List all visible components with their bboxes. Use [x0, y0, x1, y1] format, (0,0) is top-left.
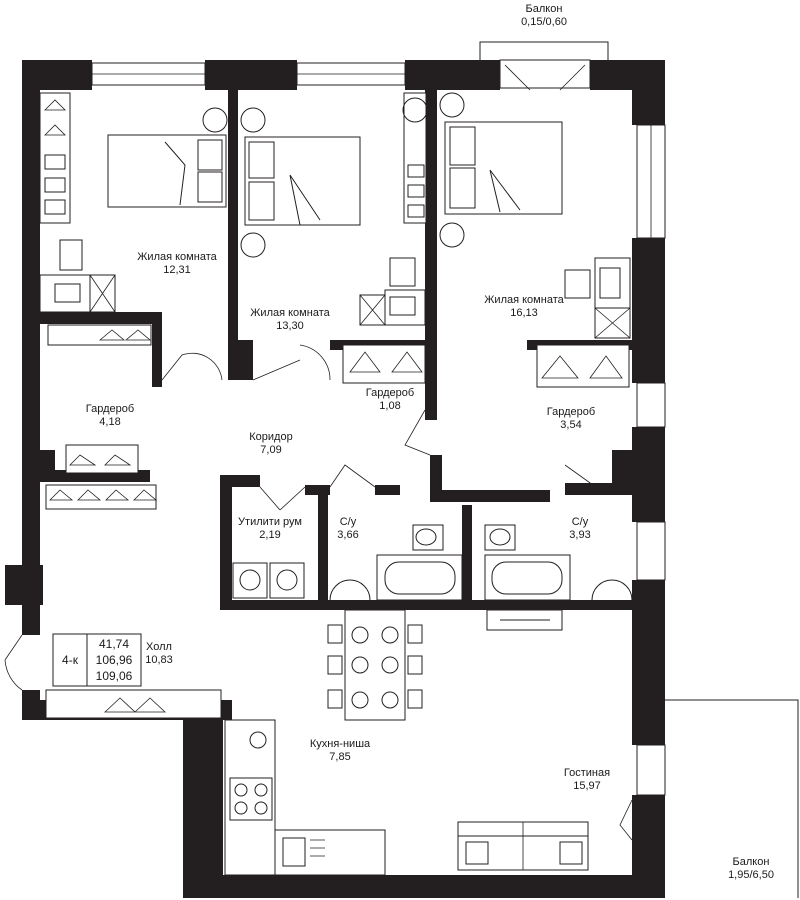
room-name: С/у	[339, 516, 357, 528]
summary-frame	[52, 633, 142, 687]
room-label-utility: Утилити рум 2,19	[238, 516, 302, 542]
room-name: Жилая комната	[250, 307, 330, 319]
room-label-hall: Холл 10,83	[145, 641, 173, 667]
room-name: Гардероб	[85, 403, 135, 415]
room-label-bathroom-1: С/у 3,66	[337, 516, 358, 542]
balcony-label-bottom: Балкон 1,95/6,50	[728, 856, 774, 882]
sink-icon	[329, 579, 633, 631]
room-label-bedroom-1: Жилая комната 12,31	[137, 251, 216, 277]
room-area: 16,13	[510, 307, 538, 319]
living-area: 41,74	[98, 637, 130, 651]
balcony-name: Балкон	[525, 3, 563, 15]
room-label-living: Гостиная 15,97	[564, 767, 610, 793]
room-area: 7,85	[329, 751, 351, 763]
room-area: 2,19	[259, 529, 281, 541]
room-area: 3,93	[569, 529, 591, 541]
room-name: Гардероб	[546, 406, 596, 418]
toilet-icon	[412, 524, 516, 551]
balcony-top	[479, 41, 609, 91]
room-label-bathroom-2: С/у 3,93	[569, 516, 590, 542]
bed-icon	[107, 121, 563, 226]
room-area: 15,97	[573, 780, 601, 792]
room-label-bedroom-2: Жилая комната 13,30	[250, 307, 329, 333]
room-label-kitchen: Кухня-ниша 7,85	[310, 738, 370, 764]
room-name: Жилая комната	[137, 251, 217, 263]
room-area: 7,09	[260, 444, 282, 456]
room-name: Гостиная	[563, 767, 611, 779]
stove-icon	[224, 719, 386, 876]
room-area: 3,66	[337, 529, 359, 541]
room-name: Коридор	[249, 431, 293, 443]
room-name: Кухня-ниша	[309, 738, 371, 750]
apartment-areas: 41,74 106,96 109,06	[87, 636, 141, 684]
room-name: Гардероб	[365, 387, 415, 399]
room-name: С/у	[571, 516, 589, 528]
room-area: 1,08	[379, 400, 401, 412]
balcony-bottom	[665, 699, 799, 898]
room-area: 3,54	[560, 419, 582, 431]
room-area: 12,31	[163, 264, 191, 276]
desk-chair-icon	[39, 92, 631, 339]
room-label-bedroom-3: Жилая комната 16,13	[484, 294, 563, 320]
room-area: 10,83	[145, 654, 173, 666]
room-label-corridor: Коридор 7,09	[249, 431, 292, 457]
door-swing-icon	[4, 344, 633, 841]
balcony-label-top: Балкон 0,15/0,60	[521, 3, 567, 29]
exterior-walls	[5, 60, 665, 898]
apartment-summary: 4-к 41,74 106,96 109,06	[53, 634, 141, 686]
sofa-icon	[457, 821, 589, 871]
washing-machine-icon	[232, 562, 305, 599]
room-label-wardrobe-2: Гардероб 1,08	[366, 387, 414, 413]
bathtub-icon	[376, 554, 571, 601]
balcony-area: 0,15/0,60	[521, 16, 567, 28]
balcony-name: Балкон	[732, 856, 770, 868]
total-area-with-balconies: 109,06	[95, 669, 133, 683]
balcony-area: 1,95/6,50	[728, 869, 774, 881]
room-area: 13,30	[276, 320, 304, 332]
room-name: Жилая комната	[484, 294, 564, 306]
room-name: Холл	[146, 641, 172, 653]
apartment-type: 4-к	[62, 653, 78, 667]
windows	[91, 62, 666, 796]
room-area: 4,18	[99, 416, 121, 428]
dining-table-icon	[327, 609, 423, 721]
room-label-wardrobe-1: Гардероб 4,18	[86, 403, 134, 429]
wardrobe-hanger-icon	[39, 92, 630, 719]
room-label-wardrobe-3: Гардероб 3,54	[547, 406, 595, 432]
total-area: 106,96	[95, 653, 133, 667]
room-name: Утилити рум	[238, 516, 302, 528]
